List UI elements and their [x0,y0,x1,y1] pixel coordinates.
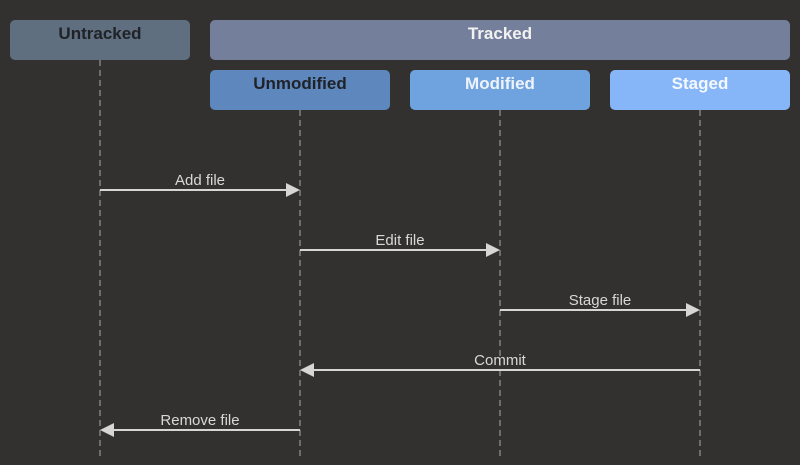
untracked-group-box: Untracked [10,20,190,60]
modified-label: Modified [465,74,535,93]
arrow-label-edit-file: Edit file [375,232,424,249]
modified-state-box: Modified [410,70,590,110]
arrow-label-commit: Commit [474,352,526,369]
tracked-label: Tracked [467,24,533,43]
untracked-label: Untracked [58,24,142,43]
arrowhead-stage-file [686,303,700,317]
unmodified-state-box: Unmodified [210,70,390,110]
arrow-label-stage-file: Stage file [569,292,632,309]
arrow-label-add-file: Add file [175,172,225,189]
staged-state-box: Staged [610,70,790,110]
staged-label: Staged [671,74,729,93]
arrowhead-add-file [286,183,300,197]
arrow-label-remove-file: Remove file [160,412,239,429]
arrowhead-remove-file [100,423,114,437]
unmodified-label: Unmodified [253,74,347,93]
tracked-group-box: Tracked [210,20,790,60]
arrowhead-commit [300,363,314,377]
arrowhead-edit-file [486,243,500,257]
